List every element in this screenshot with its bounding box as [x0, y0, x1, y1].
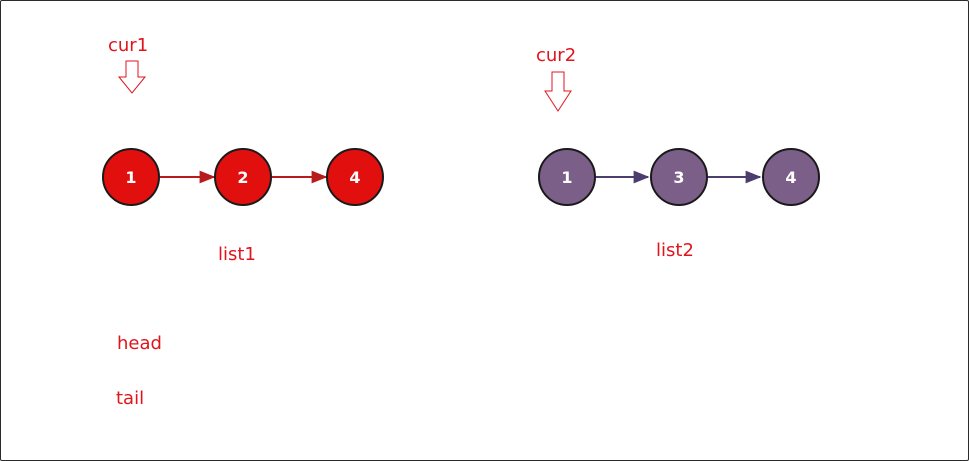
- list2-node: 3: [650, 148, 708, 206]
- list2-node: 4: [762, 148, 820, 206]
- head-label: head: [117, 333, 162, 354]
- list2-label: list2: [656, 240, 694, 261]
- cur1-label: cur1: [108, 35, 148, 56]
- down-arrow-outline-icon: [544, 71, 572, 112]
- list1-node: 2: [214, 148, 272, 206]
- list1-node-value: 4: [349, 168, 360, 187]
- list1-label: list1: [218, 244, 256, 265]
- tail-label: tail: [116, 388, 144, 409]
- list1-node-value: 2: [237, 168, 248, 187]
- list1-node: 4: [326, 148, 384, 206]
- list2-node-value: 1: [561, 168, 572, 187]
- list2-node: 1: [538, 148, 596, 206]
- list1-node: 1: [102, 148, 160, 206]
- down-arrow-outline-icon: [117, 60, 147, 94]
- list1-node-value: 1: [125, 168, 136, 187]
- list2-node-value: 4: [785, 168, 796, 187]
- cur2-label: cur2: [536, 45, 576, 66]
- list2-node-value: 3: [673, 168, 684, 187]
